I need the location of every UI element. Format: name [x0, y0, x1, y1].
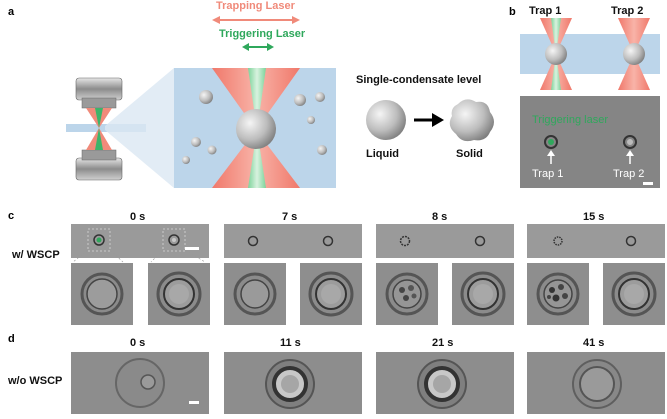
time-d-0: 0 s: [130, 337, 146, 349]
zoom-c-1-t1: [224, 263, 286, 325]
scale-bar: [643, 182, 653, 185]
row-label-wo-wscp: w/o WSCP: [8, 375, 63, 387]
image-d-3: [527, 352, 665, 414]
strip-c-2: [376, 224, 514, 258]
panel-d-label: d: [8, 333, 15, 345]
zoom-c-2-t2: [452, 263, 514, 325]
trapping-laser-label: Trapping Laser: [216, 0, 295, 12]
time-c-1: 7 s: [282, 211, 298, 223]
image-d-2: [376, 352, 514, 414]
zoom-c-3-t1: [527, 263, 589, 325]
time-d-3: 41 s: [583, 337, 605, 349]
scale-bar: [185, 247, 199, 250]
row-label-wscp: w/ WSCP: [12, 249, 60, 261]
trap1-image-label: Trap 1: [532, 168, 564, 180]
triggering-laser-label: Triggering Laser: [219, 28, 306, 40]
strip-c-0: [71, 224, 209, 258]
time-d-2: 21 s: [432, 337, 454, 349]
time-c-2: 8 s: [432, 211, 448, 223]
trap1-header: Trap 1: [529, 5, 562, 17]
image-d-0: [71, 352, 209, 414]
panel-c-label: c: [8, 210, 15, 222]
panel-b-diagram: [520, 18, 660, 90]
time-d-1: 11 s: [280, 337, 301, 349]
image-d-1: [224, 352, 362, 414]
zoom-c-0-t2: [148, 263, 210, 325]
time-c-0: 0 s: [130, 211, 146, 223]
strip-c-1: [224, 224, 362, 258]
panel-a-label: a: [8, 6, 15, 18]
solid-label: Solid: [456, 148, 483, 160]
trap2-image-label: Trap 2: [613, 168, 645, 180]
objective-setup: [66, 68, 174, 188]
trap-image: Triggering laser Trap 1 Trap 2: [520, 96, 660, 188]
scale-bar: [189, 401, 199, 404]
zoom-c-1-t2: [300, 263, 362, 325]
zoom-c-3-t2: [603, 263, 665, 325]
zoom-c-0-t1: [71, 263, 133, 325]
trap2-header: Trap 2: [611, 5, 644, 17]
panel-b-label: b: [509, 6, 516, 18]
single-condensate-label: Single-condensate level: [356, 74, 482, 86]
zoom-lines: [72, 250, 206, 263]
triggering-laser-image-label: Triggering laser: [532, 114, 609, 126]
zoom-c-2-t1: [376, 263, 438, 325]
liquid-label: Liquid: [366, 148, 399, 160]
strip-c-3: [527, 224, 665, 258]
time-c-3: 15 s: [583, 211, 605, 223]
